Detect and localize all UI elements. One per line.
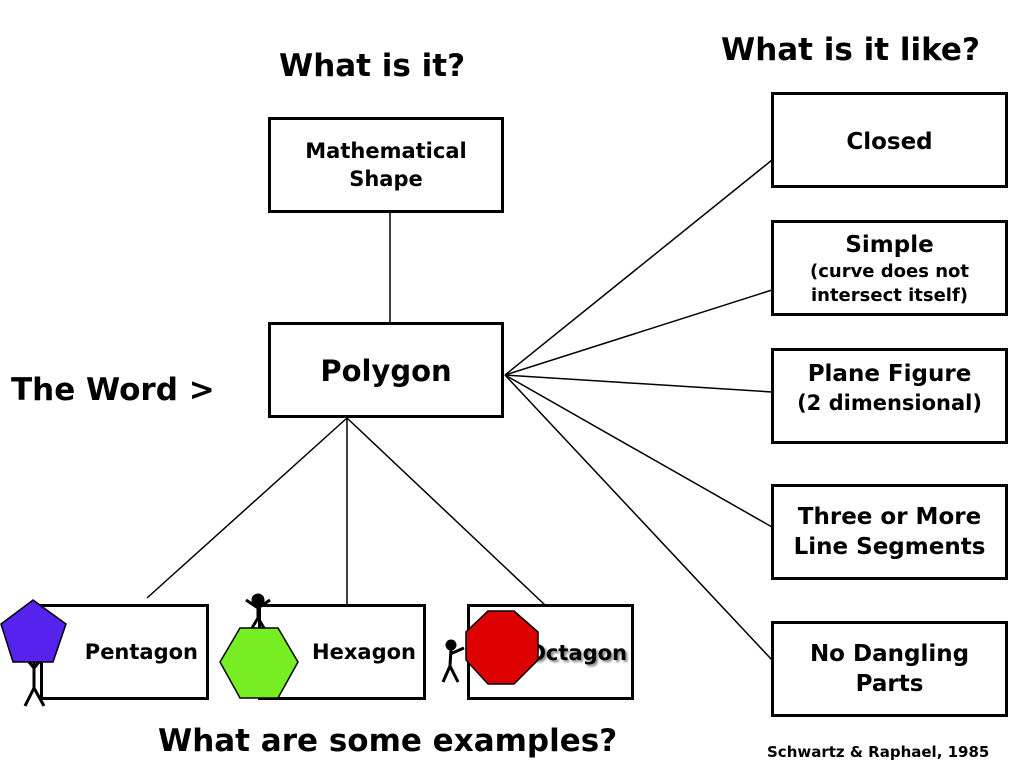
heading-examples: What are some examples? [158,723,618,759]
property-box-three-segments: Three or More Line Segments [771,484,1008,580]
property-label: Plane Figure [807,361,972,387]
heading-the-word: The Word > [11,372,215,408]
property-detail: (2 dimensional) [797,391,982,415]
property-label: Simple [845,232,934,258]
pentagon-icon [0,599,67,663]
property-label-line2: Line Segments [793,534,986,560]
stick-figure-icon [22,655,46,707]
example-label: Octagon [528,641,627,665]
line-to-closed [504,159,773,376]
octagon-figure [441,610,539,685]
property-detail: intersect itself) [810,285,969,306]
property-label: No Dangling [809,641,970,667]
line-to-plane-figure [504,374,773,393]
category-line2: Shape [349,167,423,191]
property-box-closed: Closed [771,92,1008,188]
line-to-three-segments [504,374,773,528]
property-label: Three or More [797,504,982,530]
hexagon-icon [219,627,299,699]
property-label: Closed [846,129,933,155]
property-box-simple: Simple (curve does not intersect itself) [771,220,1008,316]
line-to-simple [504,289,773,376]
hexagon-figure [219,593,299,699]
line-to-no-dangling [504,374,773,661]
example-box-pentagon: Pentagon [40,604,209,700]
property-box-no-dangling: No Dangling Parts [771,621,1008,717]
property-detail: (curve does not [809,261,970,282]
octagon-icon [465,610,539,685]
citation: Schwartz & Raphael, 1985 [767,743,990,761]
example-label: Hexagon [312,640,416,664]
heading-what-is-it: What is it? [279,48,466,84]
example-label: Pentagon [84,640,198,664]
line-to-octagon [346,417,546,606]
stick-figure-icon [245,593,271,629]
category-line1: Mathematical [305,139,467,163]
property-box-plane-figure: Plane Figure (2 dimensional) [771,348,1008,444]
line-to-pentagon [146,417,348,599]
property-label-line2: Parts [855,671,924,697]
pentagon-figure [0,599,67,707]
category-box: Mathematical Shape [268,117,504,213]
heading-what-is-it-like: What is it like? [721,32,980,68]
stick-figure-icon [441,639,465,683]
term-label: Polygon [320,354,452,388]
term-box: Polygon [268,322,504,418]
